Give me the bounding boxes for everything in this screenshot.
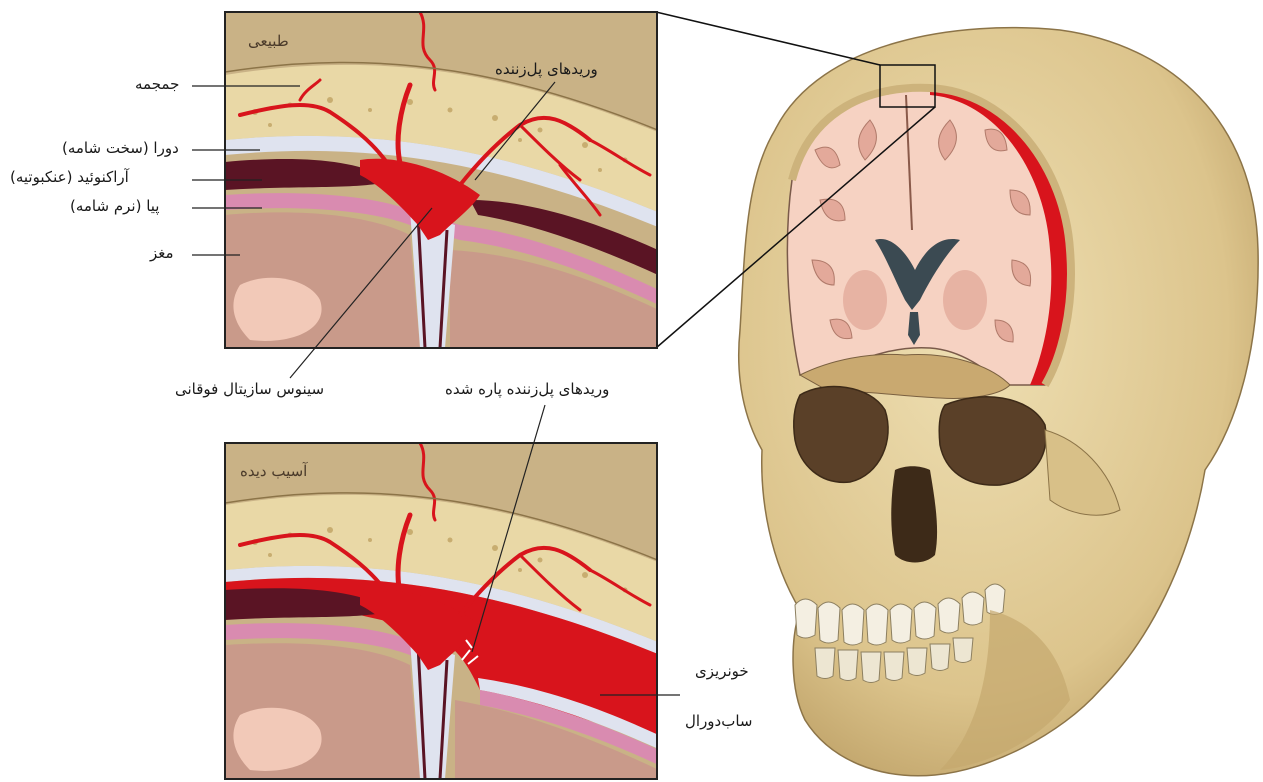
panel-injured: [225, 443, 700, 782]
label-bridging-veins: وریدهای پل‌زننده: [495, 60, 598, 78]
label-dura: دورا (سخت شامه): [62, 139, 179, 157]
nasal-aperture: [891, 466, 937, 562]
basal-ganglia-right: [943, 270, 987, 330]
label-torn-bridging-veins: وریدهای پل‌زننده پاره شده: [445, 380, 609, 398]
basal-ganglia-left: [843, 270, 887, 330]
label-skull: جمجمه: [135, 75, 179, 93]
label-subdural-hemorrhage-1: خونریزی: [695, 662, 749, 680]
panel-normal: [225, 12, 700, 348]
label-brain: مغز: [150, 244, 174, 262]
label-subdural-hemorrhage-2: ساب‌دورال: [685, 712, 753, 730]
orbit-right: [939, 397, 1046, 485]
skull-illustration: [739, 28, 1258, 776]
label-pia: پیا (نرم شامه): [70, 197, 159, 215]
label-superior-sagittal-sinus: سینوس سازیتال فوقانی: [175, 380, 324, 398]
panel-normal-title: طبیعی: [248, 32, 289, 50]
panel-injured-title: آسیب دیده: [240, 462, 307, 480]
label-arachnoid: آراکنوئید (عنکبوتیه): [10, 168, 129, 186]
zoom-line-top: [656, 12, 880, 65]
